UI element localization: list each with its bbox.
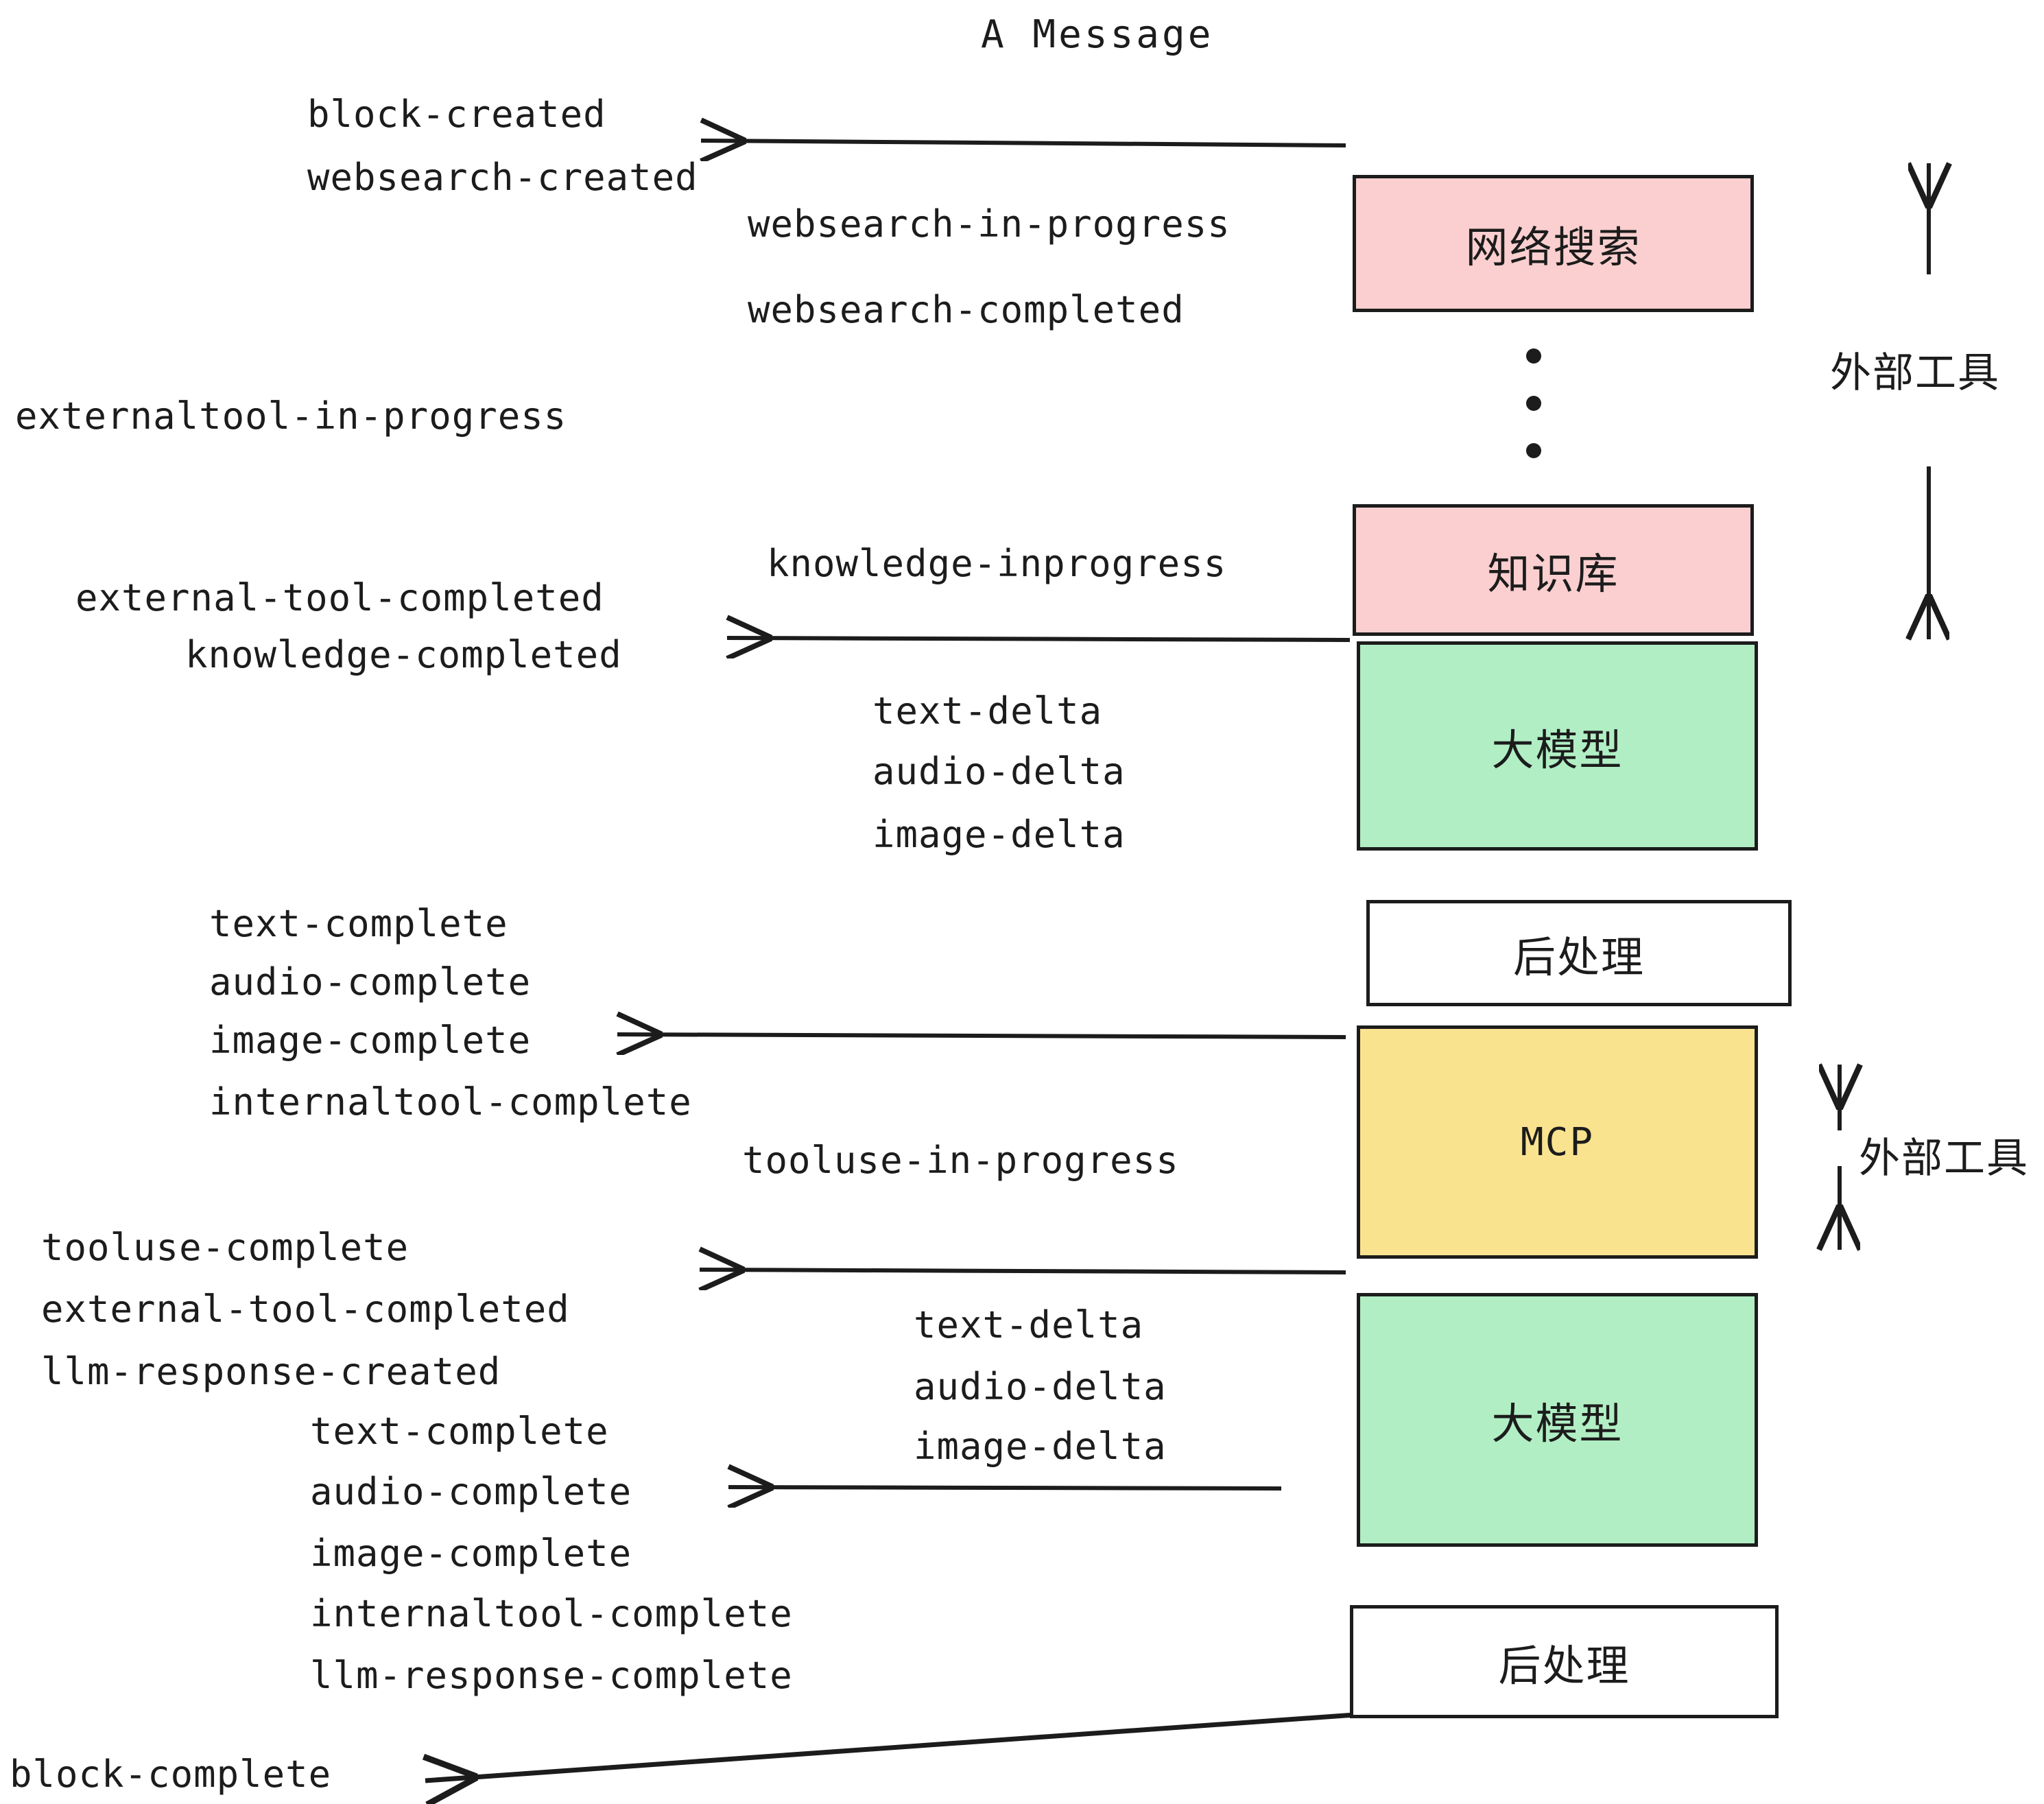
event-label-image-complete-1: image-complete — [209, 1019, 532, 1062]
event-label-internaltool-complete-1: internaltool-complete — [209, 1080, 692, 1124]
node-llm-2-label: 大模型 — [1491, 1399, 1624, 1449]
event-label-text-complete-2: text-complete — [310, 1410, 609, 1453]
event-label-externaltool-in-progress: externaltool-in-progress — [15, 394, 567, 438]
node-websearch[interactable]: 网络搜索 — [1353, 175, 1754, 312]
arrow-knowledge-to-completed — [727, 638, 1351, 640]
event-label-audio-complete-2: audio-complete — [310, 1470, 632, 1513]
event-label-external-tool-completed-2: external-tool-completed — [41, 1287, 570, 1331]
group-label-external-tools-2: 外部工具 — [1859, 1135, 2029, 1183]
arrow-mcp-to-tooluse — [700, 1270, 1346, 1272]
event-label-audio-delta-2: audio-delta — [914, 1365, 1167, 1408]
event-label-block-created: block-created — [307, 93, 606, 136]
event-label-text-delta-2: text-delta — [914, 1303, 1144, 1346]
arrow-websearch-to-block — [701, 141, 1346, 145]
event-label-websearch-completed: websearch-completed — [748, 288, 1185, 331]
node-llm-1-label: 大模型 — [1491, 724, 1624, 775]
arrow-llm2-to-audio — [728, 1487, 1282, 1488]
event-label-audio-complete-1: audio-complete — [209, 960, 532, 1004]
event-label-block-complete: block-complete — [10, 1753, 332, 1796]
node-llm-2[interactable]: 大模型 — [1357, 1293, 1758, 1547]
ellipsis-dot — [1526, 396, 1541, 411]
event-label-websearch-in-progress: websearch-in-progress — [748, 202, 1231, 246]
event-label-image-delta-1: image-delta — [872, 813, 1126, 856]
ellipsis-dot — [1526, 443, 1541, 458]
event-label-tooluse-in-progress: tooluse-in-progress — [742, 1139, 1179, 1182]
node-llm-1[interactable]: 大模型 — [1357, 641, 1758, 851]
node-postprocess-1[interactable]: 后处理 — [1366, 900, 1792, 1006]
arrow-postproc2-to-block-complete — [425, 1712, 1355, 1781]
event-label-text-delta-1: text-delta — [872, 689, 1103, 733]
event-label-llm-response-created: llm-response-created — [41, 1350, 501, 1393]
node-postprocess-2-label: 后处理 — [1498, 1640, 1630, 1691]
event-label-knowledge-inprogress: knowledge-inprogress — [767, 542, 1227, 585]
node-mcp[interactable]: MCP — [1357, 1025, 1758, 1259]
event-label-external-tool-completed-1: external-tool-completed — [75, 576, 604, 619]
event-label-text-complete-1: text-complete — [209, 902, 508, 945]
event-label-image-delta-2: image-delta — [914, 1425, 1167, 1468]
event-label-tooluse-complete: tooluse-complete — [41, 1226, 409, 1269]
event-label-websearch-created: websearch-created — [307, 156, 698, 199]
node-mcp-label: MCP — [1520, 1119, 1595, 1165]
arrow-postproc1-to-complete — [617, 1034, 1346, 1037]
ellipsis-vertical — [1525, 348, 1542, 458]
event-label-image-complete-2: image-complete — [310, 1532, 632, 1575]
node-postprocess-1-label: 后处理 — [1512, 931, 1645, 982]
node-knowledge-base-label: 知识库 — [1487, 549, 1619, 599]
node-postprocess-2[interactable]: 后处理 — [1350, 1605, 1779, 1718]
event-label-llm-response-complete: llm-response-complete — [310, 1654, 793, 1697]
event-label-audio-delta-1: audio-delta — [872, 750, 1126, 793]
event-label-internaltool-complete-2: internaltool-complete — [310, 1592, 793, 1635]
node-websearch-label: 网络搜索 — [1465, 222, 1641, 272]
node-knowledge-base[interactable]: 知识库 — [1353, 504, 1754, 636]
event-label-knowledge-completed: knowledge-completed — [185, 633, 622, 676]
ellipsis-dot — [1526, 348, 1541, 364]
group-label-external-tools-1: 外部工具 — [1830, 349, 2000, 397]
page-title: A Message — [981, 12, 1214, 57]
